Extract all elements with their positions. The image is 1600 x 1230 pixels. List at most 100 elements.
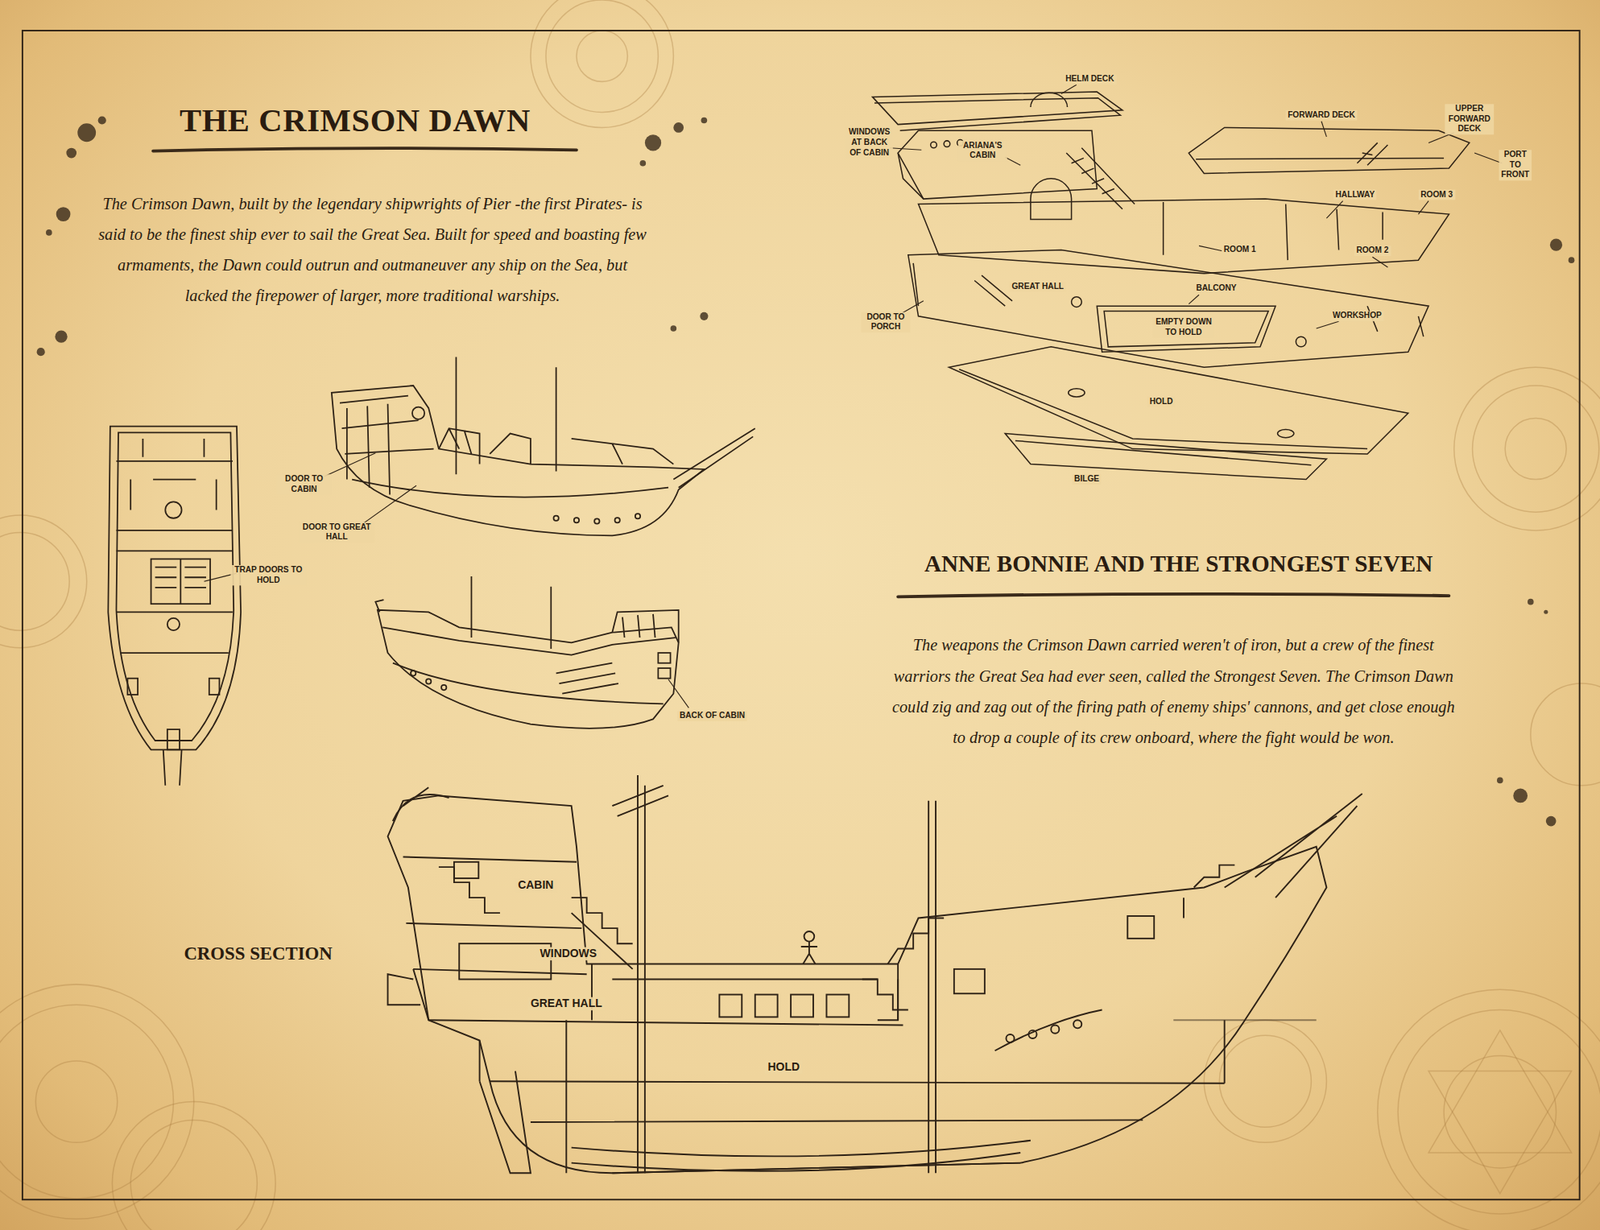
leader-lines [668,679,689,708]
leader-lines [1474,152,1502,164]
leader-lines [901,301,924,314]
part-label: DOOR TO PORCH [861,312,911,333]
leader-lines [1372,256,1388,268]
top-view-ship [151,558,211,604]
cross-section-ship [862,979,909,1011]
top-view-ship [127,678,138,695]
ink-splatter [701,117,708,125]
cross-section-ship [392,787,450,822]
top-view-ship [107,426,241,751]
arcane-circles [111,1102,276,1230]
perspective-ship-stern [657,653,670,664]
perspective-ship-bow [553,516,559,521]
top-view-ship [167,618,180,631]
perspective-ship-stern [657,668,670,679]
cross-section-ship [438,867,501,914]
ink-splatter [644,134,662,151]
top-view-ship [115,432,234,741]
perspective-ship-bow [339,396,669,498]
part-label: FORWARD DECK [1285,110,1358,121]
arcane-circles [576,30,628,82]
cross-section-ship [954,969,985,994]
top-view-ship [209,678,220,695]
cross-section-ship [1224,793,1363,898]
arcane-circles [1428,1071,1572,1195]
cross-section-ship [995,1010,1103,1052]
part-label: UPPER FORWARD DECK [1444,103,1494,135]
perspective-ship-bow [635,513,641,519]
exploded-deck-view [1030,92,1068,108]
leader-lines [1321,121,1327,137]
part-label: CABIN [514,879,557,893]
perspective-ship-stern [410,670,416,676]
exploded-deck-view [1295,336,1307,348]
perspective-ship-stern [611,610,679,644]
exploded-deck-view [949,347,1409,455]
leader-lines [359,485,417,527]
arcane-circles [130,1120,257,1230]
part-label: HOLD [1147,396,1175,408]
ink-splatter [1543,610,1548,615]
exploded-deck-view [943,140,951,148]
part-label: WORKSHOP [1330,311,1384,323]
leader-lines [1004,157,1021,166]
leader-lines [1316,321,1340,329]
exploded-deck-view [1071,297,1083,308]
exploded-deck-view [1277,429,1295,438]
arcane-circles [1443,1056,1556,1169]
arcane-circles [0,515,87,649]
perspective-ship-bow [331,385,705,536]
arcane-circles [1530,683,1600,786]
cross-section-ship [1050,1025,1059,1034]
perspective-ship-bow [615,517,621,523]
heading-underline [897,594,1449,598]
ink-splatter [37,115,1576,827]
exploded-deck-view [872,91,1122,125]
exploded-deck-view [1356,142,1388,166]
ink-splatter [37,347,46,356]
cross-section-ship [479,1020,1225,1174]
perspective-ship-stern [471,576,551,650]
callout-label: DOOR TO CABIN [276,474,331,495]
ink-splatter [1568,256,1576,264]
cross-section-ship [877,917,944,1021]
ink-splatter [670,325,678,332]
arcane-circles [530,0,674,128]
exploded-deck-view [1015,440,1311,465]
leader-lines [1061,84,1077,94]
part-label: WINDOWS [537,947,600,961]
part-label: HALLWAY [1333,190,1377,201]
perspective-ship-stern [375,576,679,729]
cross-section-ship [454,862,479,879]
part-label: HELM DECK [1063,74,1117,86]
perspective-ship-bow [574,517,579,523]
ink-splatter [54,330,67,344]
exploded-deck-view [1030,178,1072,220]
cross-section-ship [571,1141,1031,1172]
cross-section-ship [790,995,814,1018]
part-label: ROOM 3 [1418,190,1456,201]
exploded-deck-view [1066,148,1135,210]
cross-section-ship [403,856,1225,1174]
part-label: ROOM 1 [1221,244,1258,256]
perspective-ship-bow [412,407,425,420]
ink-splatter [673,122,684,133]
cross-section-ship [804,931,815,943]
exploded-deck-view [959,369,1368,450]
ink-splatter [77,123,96,142]
leader-lines [1198,245,1223,251]
page-border [22,30,1580,1200]
arcane-circles [1428,1030,1572,1154]
part-label: ROOM 2 [1354,245,1391,257]
arcane-circles [0,1004,174,1199]
cross-section-ship [591,964,898,1022]
perspective-ship-stern [377,610,679,729]
exploded-deck-view [1163,202,1383,261]
callout-label: DOOR TO GREAT HALL [298,522,375,543]
intro-paragraph: The Crimson Dawn, built by the legendary… [96,188,648,311]
arcane-circles [1219,1035,1311,1128]
part-label: BALCONY [1194,283,1239,294]
ink-splatter [1550,239,1563,252]
arcane-circles [35,1061,117,1143]
